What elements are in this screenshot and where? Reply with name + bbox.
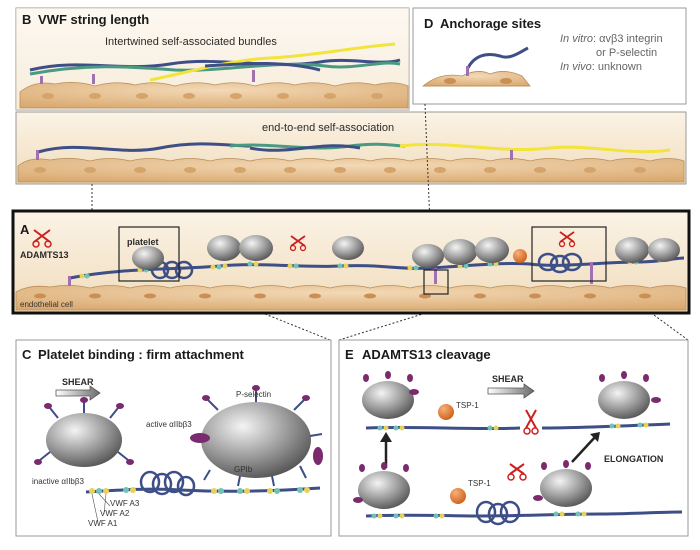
panel-b-title: VWF string length [38,12,149,27]
bundle-label: Intertwined self-associated bundles [105,36,277,48]
gpib-label: GPIb [234,465,253,474]
panel-d-title: Anchorage sites [440,16,541,31]
platelet-2 [207,235,241,261]
panel-a-cells [15,284,687,311]
panel-e: E ADAMTS13 cleavage SHEAR TSP-1 [338,339,689,537]
panel-e-shear: SHEAR [492,374,524,384]
in-vitro-line: In vitro: αvβ3 integrin [560,33,663,45]
platelet-9 [648,238,680,262]
zoom-box-platelet [118,226,180,282]
panel-a-platelets [132,235,680,270]
platelet-1 [132,246,164,270]
scissors-icon-e1 [523,409,539,435]
in-vivo-line: In vivo: unknown [560,61,642,73]
platelet-6 [475,237,509,263]
platelet-e2 [598,381,650,419]
vwf-a1-label: VWF A1 [88,519,118,528]
anchorage-strand [466,46,529,69]
platelet-5 [443,239,477,265]
elongation-label: ELONGATION [604,454,663,464]
platelet-e1 [362,381,414,419]
panel-b-anchors [40,70,255,84]
platelet-e3 [358,471,410,509]
shear-arrow-c [55,385,101,401]
panel-c-letter: C [22,347,32,362]
zoom-box-anchor [423,269,449,295]
active-label: active αIIbβ3 [146,420,192,429]
end-to-end-strand-blue-2 [249,144,361,152]
tsp1-top [438,404,454,420]
panel-e-title: ADAMTS13 cleavage [362,347,491,362]
panel-c-title: Platelet binding : firm attachment [38,347,245,362]
panel-e-strand-bottom [365,510,683,518]
p-selectin-label: P-selectin [236,390,271,399]
panel-d: D Anchorage sites In vitro: αvβ3 integri… [412,7,687,105]
tsp1-label-top: TSP-1 [456,401,479,410]
vwf-a3-label: VWF A3 [110,499,140,508]
panel-b-upper-cells [19,82,409,109]
panel-b: B VWF string length Intertwined self-ass… [15,7,687,185]
adamts13-label: ADAMTS13 [20,250,69,260]
platelet-label: platelet [127,237,159,247]
platelet-3 [239,235,273,261]
platelet-7 [412,244,444,268]
end-to-end-strand-blue [37,142,251,154]
panel-a-vwf-strand [69,256,685,280]
arrow-diagonal-icon [571,432,600,463]
tsp1-dot [513,249,527,263]
panel-b-letter: B [22,12,31,27]
inactive-platelet [46,413,122,467]
panel-c-domains [89,487,310,494]
in-vitro-line-2: or P-selectin [596,47,657,59]
endothelial-label: endothelial cell [20,300,73,309]
panel-e-letter: E [345,347,354,362]
panel-e-strand-top-right [541,422,671,430]
tsp1-bottom [450,488,466,504]
bundle-strand-yellow [149,42,396,82]
panel-d-letter: D [424,16,433,31]
scissors-icon-e2 [507,463,527,481]
vwf-a2-label: VWF A2 [100,509,130,518]
platelet-e4 [540,469,592,507]
platelet-4 [332,236,364,260]
bundle-strand-green [29,61,401,76]
shear-arrow-e [487,383,535,399]
end-to-end-label: end-to-end self-association [262,122,394,134]
panel-c: C Platelet binding : firm attachment SHE… [15,339,332,537]
inactive-label: inactive αIIbβ3 [32,477,84,486]
scissors-icon-a3 [558,231,576,248]
tsp1-label-bottom: TSP-1 [468,479,491,488]
panel-a-letter: A [20,222,30,237]
zoom-box-cleavage [531,226,607,282]
platelet-8 [615,237,649,263]
scissors-icon-a2 [289,235,307,252]
end-to-end-strand-yellow [399,143,671,154]
panel-a: A ADAMTS13 endothelial cell [11,209,691,315]
panel-c-shear: SHEAR [62,377,94,387]
scissors-icon [32,229,52,248]
active-platelet [201,402,311,478]
panel-b-lower-cells [17,157,685,183]
